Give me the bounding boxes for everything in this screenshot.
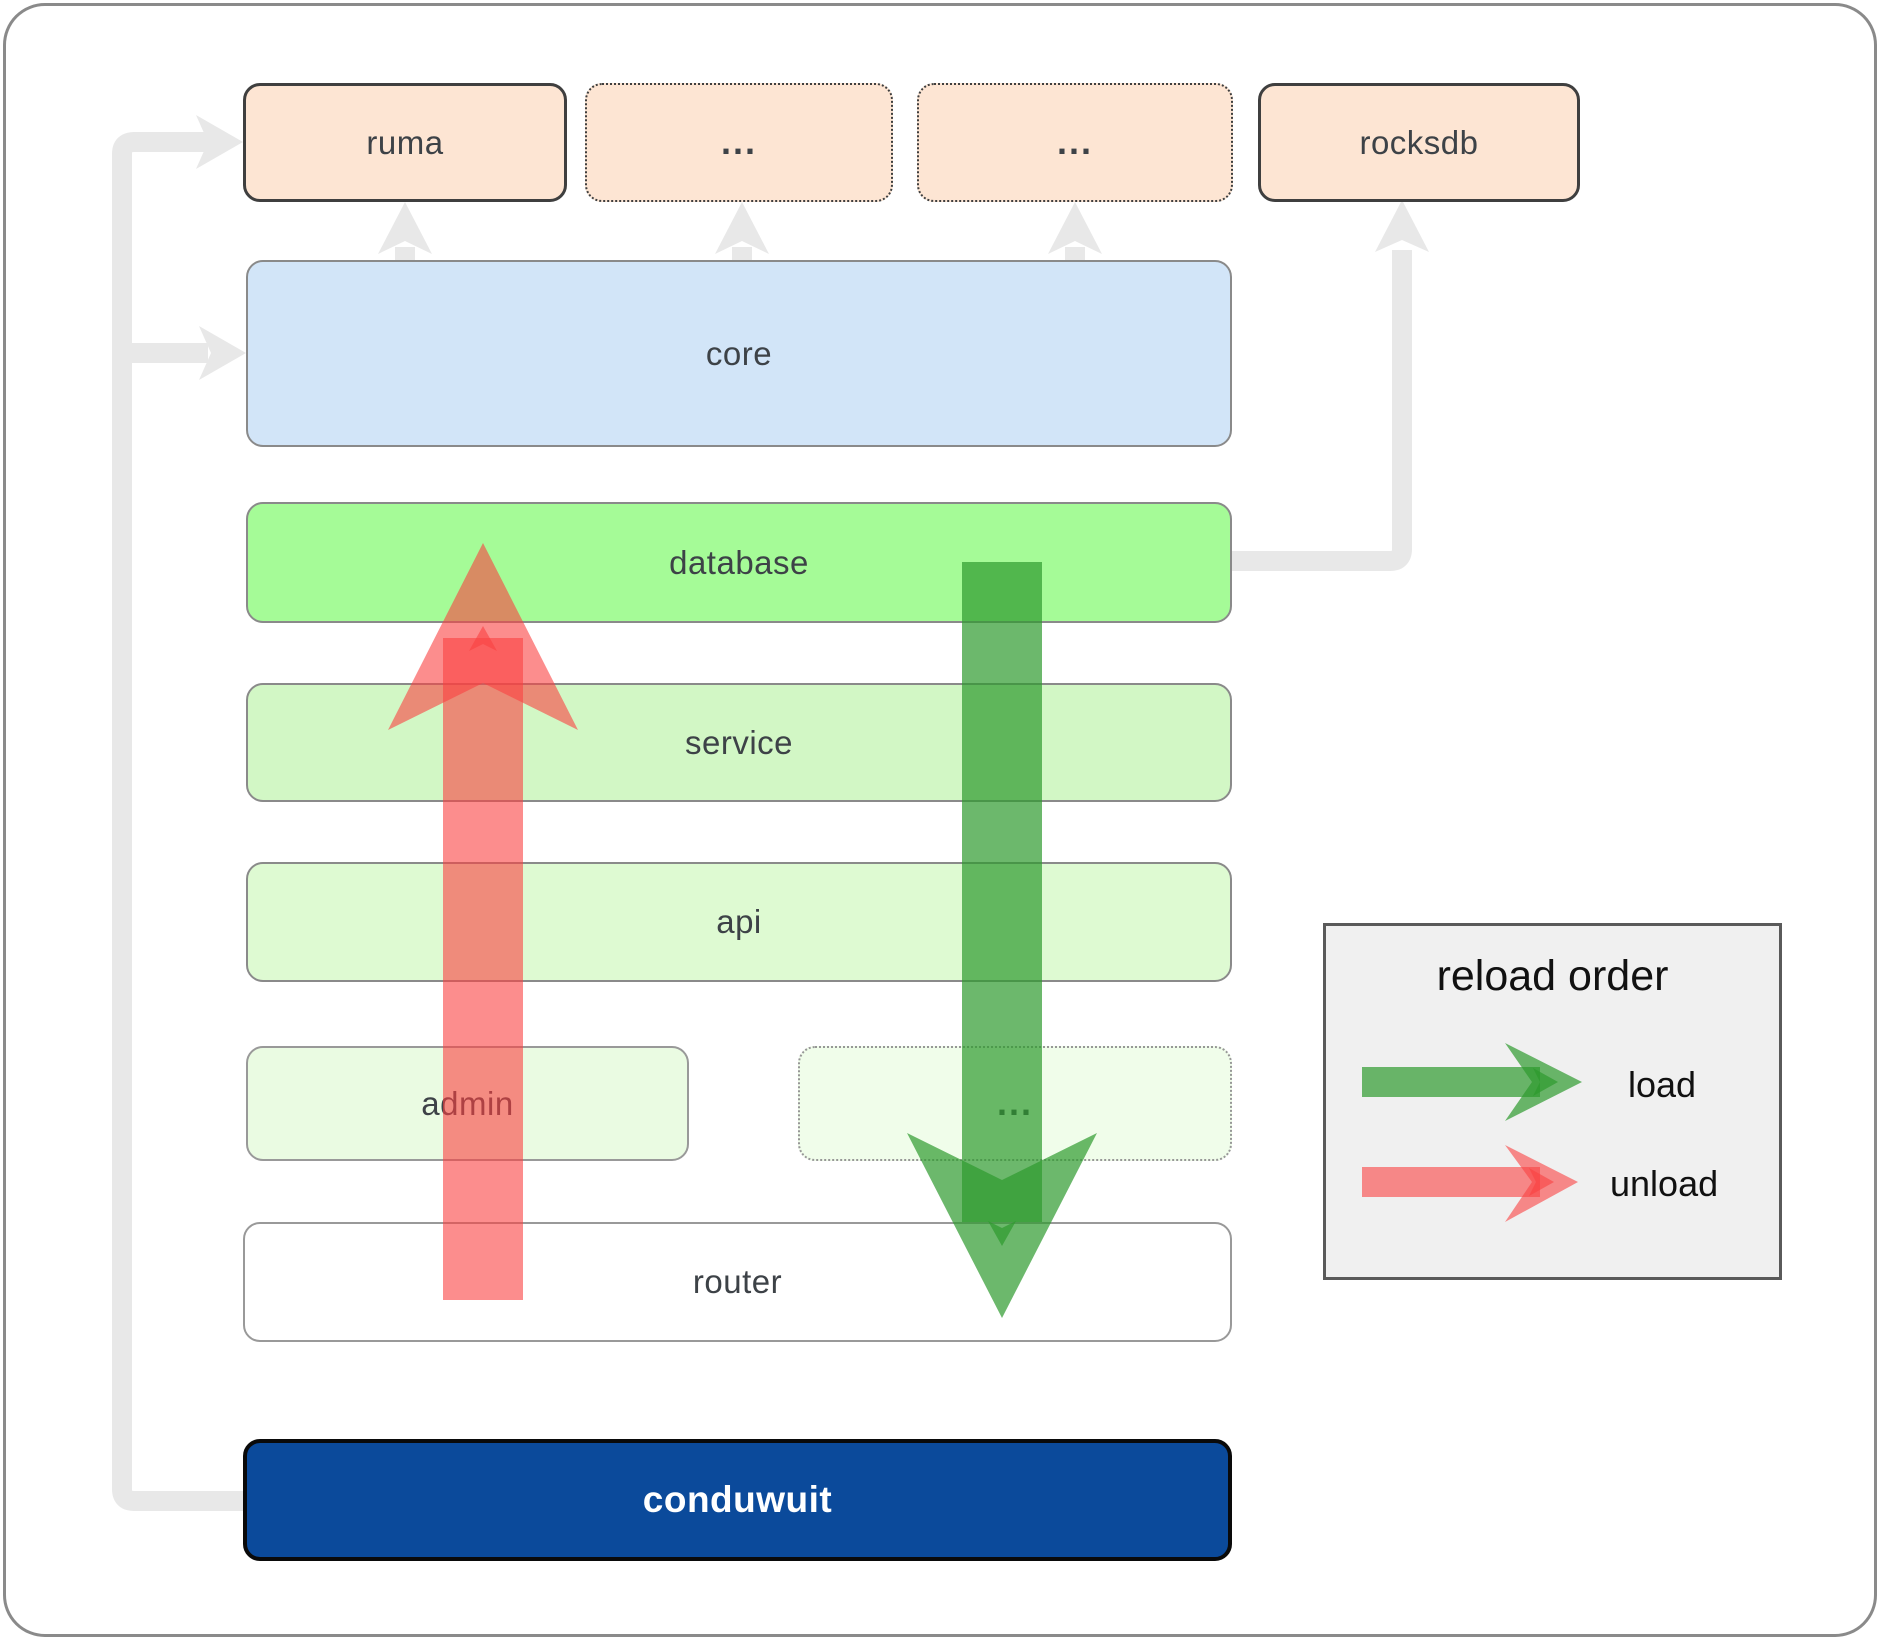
legend-unload-label: unload bbox=[1610, 1163, 1719, 1204]
node-dependency-2: ... bbox=[585, 83, 893, 202]
node-rocksdb: rocksdb bbox=[1258, 83, 1580, 202]
node-core: core bbox=[246, 260, 1232, 447]
legend-title: reload order bbox=[1436, 952, 1669, 1000]
node-core-label: core bbox=[705, 334, 773, 372]
node-database: database bbox=[246, 502, 1232, 623]
node-router: router bbox=[243, 1222, 1232, 1342]
node-api: api bbox=[246, 862, 1232, 982]
legend-load-label: load bbox=[1628, 1064, 1697, 1105]
node-router-label: router bbox=[692, 1263, 783, 1300]
node-conduwuit-label: conduwuit bbox=[642, 1479, 833, 1520]
node-api-label: api bbox=[716, 903, 762, 940]
node-admin-more: ... bbox=[798, 1046, 1232, 1161]
node-admin: admin bbox=[246, 1046, 689, 1161]
node-database-label: database bbox=[669, 543, 809, 581]
node-service-label: service bbox=[684, 723, 794, 761]
node-dependency-2-label: ... bbox=[720, 121, 757, 163]
node-conduwuit: conduwuit bbox=[243, 1439, 1232, 1561]
node-admin-more-label: ... bbox=[996, 1082, 1033, 1124]
node-ruma: ruma bbox=[243, 83, 567, 202]
node-dependency-3: ... bbox=[917, 83, 1233, 202]
node-rocksdb-label: rocksdb bbox=[1359, 123, 1479, 161]
node-ruma-label: ruma bbox=[366, 123, 444, 161]
node-admin-label: admin bbox=[421, 1084, 514, 1122]
diagram-frame bbox=[3, 3, 1877, 1637]
node-service: service bbox=[246, 683, 1232, 802]
legend: reload order load unload bbox=[1323, 923, 1782, 1280]
node-dependency-3-label: ... bbox=[1056, 121, 1093, 163]
